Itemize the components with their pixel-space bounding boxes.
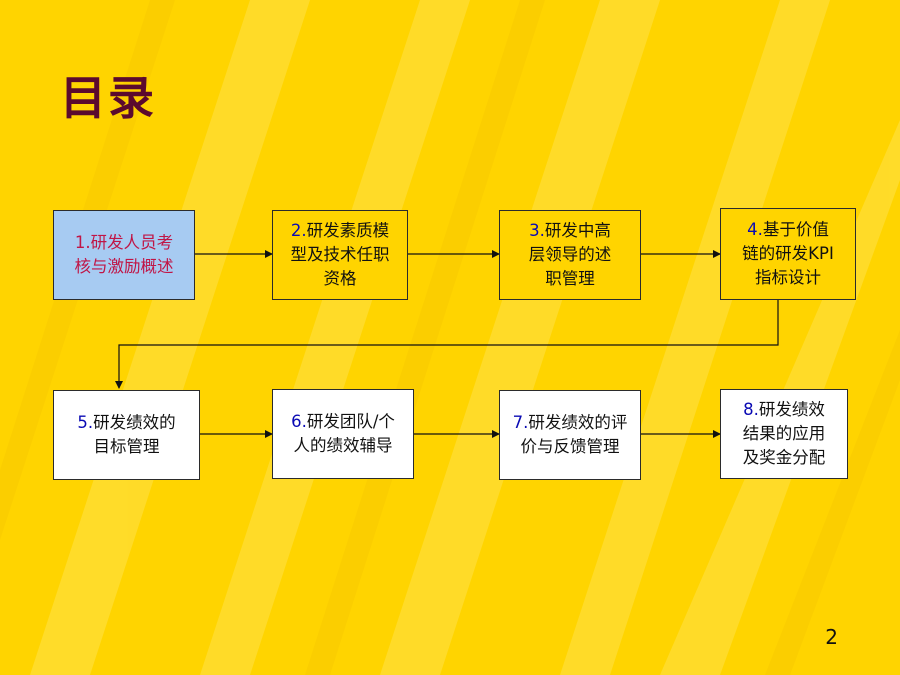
step-box-4[interactable]: 4.基于价值 链的研发KPI 指标设计 — [720, 208, 856, 300]
step-box-3[interactable]: 3.研发中高 层领导的述 职管理 — [499, 210, 641, 300]
step-text: 研发团队/个 人的绩效辅导 — [293, 412, 395, 455]
page-number: 2 — [825, 625, 838, 649]
step-number: 4. — [747, 220, 763, 239]
step-text: 研发中高 层领导的述 职管理 — [528, 221, 612, 288]
step-box-2[interactable]: 2.研发素质模 型及技术任职 资格 — [272, 210, 408, 300]
step-box-6[interactable]: 6.研发团队/个 人的绩效辅导 — [272, 389, 414, 479]
step-number: 5. — [77, 413, 94, 432]
step-number: 8. — [743, 400, 759, 419]
step-number: 2. — [290, 221, 307, 240]
step-number: 7. — [512, 413, 529, 432]
step-box-5[interactable]: 5.研发绩效的 目标管理 — [53, 390, 200, 480]
step-box-8[interactable]: 8.研发绩效 结果的应用 及奖金分配 — [720, 389, 848, 479]
step-number: 6. — [291, 412, 307, 431]
step-text: 研发绩效的 目标管理 — [93, 413, 176, 456]
arrow-4-to-5 — [115, 300, 779, 389]
step-text: 研发绩效 结果的应用 及奖金分配 — [742, 400, 826, 467]
step-box-7[interactable]: 7.研发绩效的评 价与反馈管理 — [499, 390, 641, 480]
step-text: 基于价值 链的研发KPI 指标设计 — [742, 220, 834, 287]
step-text: 研发人员考 核与激励概述 — [74, 233, 174, 276]
step-number: 3. — [529, 221, 545, 240]
step-box-1[interactable]: 1.研发人员考 核与激励概述 — [53, 210, 195, 300]
step-text: 研发绩效的评 价与反馈管理 — [520, 413, 628, 456]
slide-title: 目录 — [60, 71, 156, 125]
step-number: 1. — [74, 233, 91, 252]
step-text: 研发素质模 型及技术任职 资格 — [290, 221, 390, 288]
